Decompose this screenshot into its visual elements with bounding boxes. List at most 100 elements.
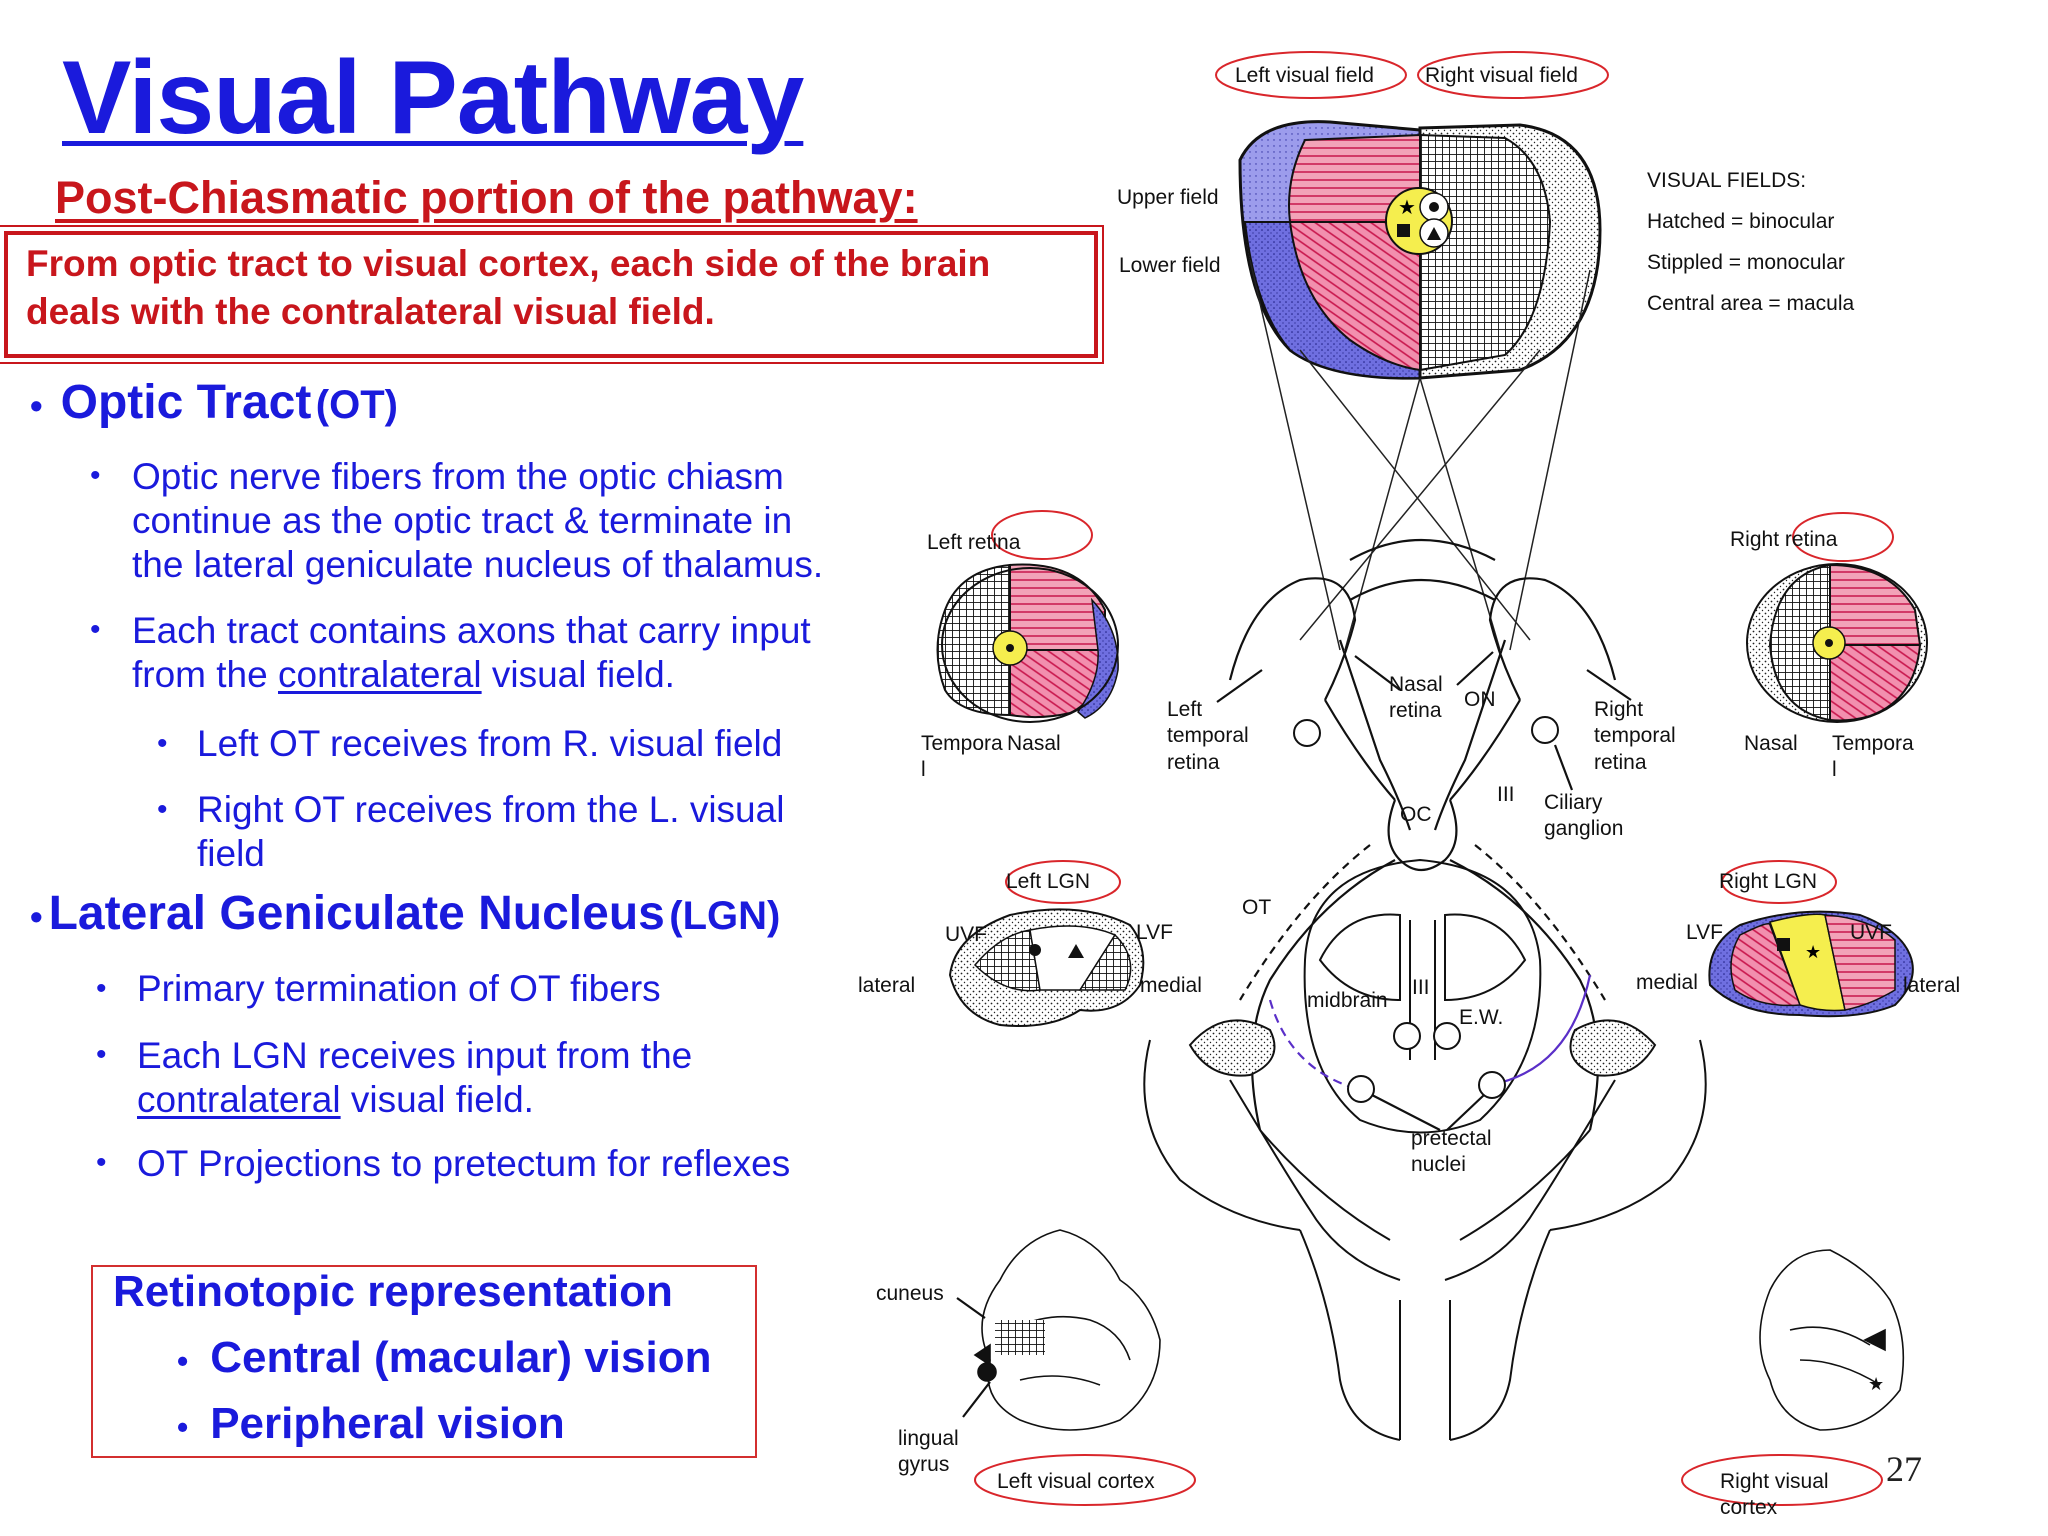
summary-line-2: deals with the contralateral visual fiel…: [26, 291, 715, 332]
legend-hatched: Hatched = binocular: [1647, 210, 1835, 233]
brainstem-nuclei: [1293, 716, 1559, 1103]
right-nasal-label: Nasal: [1744, 732, 1798, 755]
page-subtitle: Post-Chiasmatic portion of the pathway:: [55, 172, 918, 223]
ot-item-4-line-1: Right OT receives from the L. visual: [197, 789, 785, 830]
ot-item-2-line-2: from the contralateral visual field.: [132, 654, 675, 695]
ot-item-3-line-1: Left OT receives from R. visual field: [197, 723, 783, 764]
cuneus-label: cuneus: [876, 1282, 944, 1305]
lgn-item-2-line-2: contralateral visual field.: [137, 1079, 534, 1120]
right-visual-field-label: Right visual field: [1425, 64, 1578, 87]
summary-text: From optic tract to visual cortex, each …: [26, 240, 1086, 336]
left-medial-label: medial: [1140, 974, 1202, 997]
left-retina-diagram: [936, 563, 1119, 723]
upper-field-label: Upper field: [1117, 186, 1219, 209]
right-lgn-ellipse: [1721, 860, 1837, 904]
svg-text:★: ★: [1805, 942, 1821, 962]
right-medial-label: medial: [1636, 971, 1698, 994]
right-visual-cortex-ellipse: [1681, 1454, 1883, 1506]
bullet-dot: •: [96, 972, 107, 1005]
right-lateral-label: lateral: [1903, 974, 1961, 997]
contralateral-underlined: contralateral: [137, 1079, 341, 1120]
ot-item-1-line-1: Optic nerve fibers from the optic chiasm: [132, 456, 784, 497]
ot-item-1-line-2: continue as the optic tract & terminate …: [132, 500, 793, 541]
pretectal-fiber-right: [1489, 974, 1592, 1087]
optic-tract-abbr: (OT): [315, 383, 398, 427]
ot-item-3: Left OT receives from R. visual field: [197, 722, 782, 766]
left-lvf-label: LVF: [1136, 921, 1173, 944]
bullet-dot: •: [90, 459, 101, 492]
bullet-dot: •: [157, 793, 168, 826]
annotation-arrows: [956, 651, 1632, 1418]
left-visual-cortex-ellipse: [974, 1454, 1196, 1506]
optic-tract-heading: •Optic Tract (OT): [30, 376, 398, 429]
oculomotor-nucleus-label: III: [1412, 976, 1430, 999]
oculomotor-nerve-label: III: [1497, 783, 1515, 806]
bullet-dot: •: [90, 613, 101, 646]
right-lgn-label: Right LGN: [1719, 870, 1818, 893]
right-retina-diagram: [1746, 563, 1928, 723]
lgn-abbr: (LGN): [669, 894, 781, 938]
summary-box: [0, 225, 1104, 364]
left-lateral-label: lateral: [858, 974, 916, 997]
visual-field-diagram: ★: [1238, 120, 1602, 380]
ot-item-4-line-2: field: [197, 833, 265, 874]
left-visual-field-ellipse: [1215, 51, 1407, 99]
bullet-dot: •: [96, 1038, 107, 1071]
ot-item-2: Each tract contains axons that carry inp…: [132, 609, 811, 697]
svg-text:★: ★: [1868, 1374, 1884, 1394]
left-lgn-ellipse: [1005, 860, 1121, 904]
ot-item-2-line-1: Each tract contains axons that carry inp…: [132, 610, 811, 651]
right-visual-field-ellipse: [1417, 51, 1609, 99]
retinotopic-box: [91, 1265, 757, 1458]
pretectal-fiber-left: [1268, 999, 1361, 1092]
right-lgn-diagram: ★: [1708, 910, 1914, 1018]
left-lgn-label: Left LGN: [1006, 870, 1091, 893]
left-retina-ellipse: [991, 510, 1093, 560]
optic-nerve-label: ON: [1464, 688, 1496, 711]
ot-item-1: Optic nerve fibers from the optic chiasm…: [132, 455, 823, 587]
svg-text:★: ★: [1398, 197, 1416, 219]
optic-tract-label: OT: [1242, 896, 1272, 919]
edinger-westphal-label: E.W.: [1459, 1006, 1504, 1029]
page-title: Visual Pathway: [62, 40, 804, 156]
midbrain-outline: [1143, 858, 1707, 1441]
field-projection-lines: [1249, 259, 1591, 651]
retinotopic-item-2: •Peripheral vision: [177, 1399, 565, 1448]
lgn-item-2-line-1: Each LGN receives input from the: [137, 1035, 693, 1076]
summary-line-1: From optic tract to visual cortex, each …: [26, 243, 991, 284]
lgn-item-2: Each LGN receives input from the contral…: [137, 1034, 692, 1122]
optic-chiasm-label: OC: [1400, 803, 1432, 826]
right-lvf-label: LVF: [1686, 921, 1723, 944]
left-visual-field-label: Left visual field: [1235, 64, 1374, 87]
lgn-heading: •Lateral Geniculate Nucleus (LGN): [30, 887, 781, 940]
left-retina-label: Left retina: [927, 531, 1021, 554]
left-lgn-diagram: [948, 908, 1145, 1027]
lgn-item-3: OT Projections to pretectum for reflexes: [137, 1143, 791, 1184]
page-number: 27: [1886, 1449, 1922, 1489]
right-retina-label: Right retina: [1730, 528, 1838, 551]
right-retina-ellipse: [1792, 512, 1894, 562]
legend-central: Central area = macula: [1647, 292, 1855, 315]
contralateral-underlined: contralateral: [278, 654, 482, 695]
ot-item-4: Right OT receives from the L. visual fie…: [197, 788, 784, 876]
left-visual-cortex-diagram: [973, 1229, 1161, 1431]
lower-field-label: Lower field: [1119, 254, 1221, 277]
left-uvf-label: UVF: [945, 923, 987, 946]
midbrain-label: midbrain: [1307, 989, 1388, 1012]
legend-title: VISUAL FIELDS:: [1647, 169, 1807, 192]
left-nasal-label: Nasal: [1007, 732, 1061, 755]
lgn-item-1: Primary termination of OT fibers: [137, 968, 661, 1009]
bullet-dot: •: [96, 1146, 107, 1179]
optic-tract-title: Optic Tract: [60, 376, 312, 429]
lgn-title: Lateral Geniculate Nucleus: [48, 887, 665, 940]
